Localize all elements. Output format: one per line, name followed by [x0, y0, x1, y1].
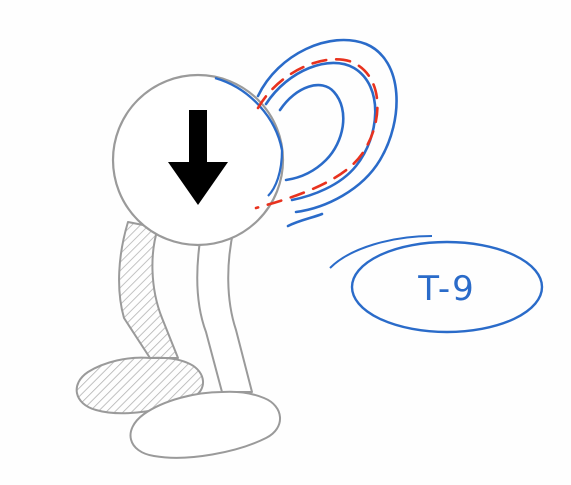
- label-bubble: T-9: [330, 236, 542, 332]
- label-text: T-9: [417, 269, 476, 309]
- back-leg: [77, 222, 203, 413]
